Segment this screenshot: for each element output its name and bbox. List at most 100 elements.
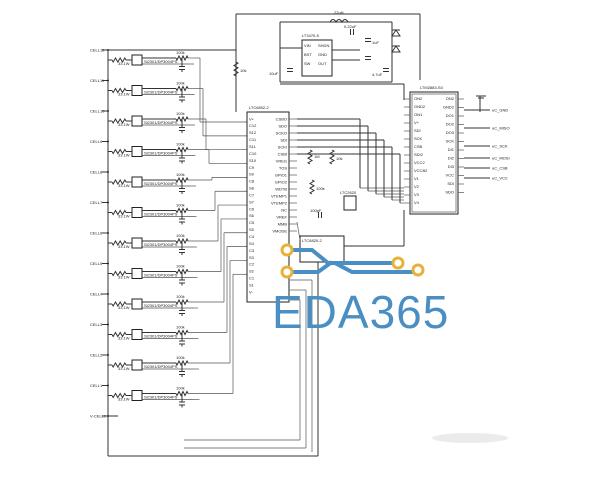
filter-resistor-label: 100k — [176, 386, 185, 391]
ic-pin-label: S2 — [249, 269, 255, 274]
capacitor-label: 4.7uF — [372, 72, 383, 77]
mosfet-label: Si2301/DP3004PS — [144, 334, 178, 339]
mosfet-label: Si2301/DP3004PS — [144, 273, 178, 278]
isolator-pin-label: V+ — [414, 120, 420, 125]
logo-text: EDA365 — [272, 286, 449, 338]
filter-resistor-label: 100k — [176, 325, 185, 330]
diode — [391, 29, 401, 37]
transistor-label: LTC2620 — [340, 190, 357, 195]
balance-resistor — [111, 240, 127, 246]
filter-resistor-label: 100k — [176, 111, 185, 116]
ic-pin-label: C7 — [249, 192, 255, 197]
filter-resistor-label: 100k — [176, 172, 185, 177]
mosfet — [131, 115, 143, 127]
resistor-label: 10k — [336, 156, 342, 161]
ic-pin-label: SDI — [280, 137, 287, 142]
smudge-mark — [432, 433, 508, 443]
balance-resistor — [111, 148, 127, 155]
balance-resistor — [111, 270, 127, 277]
logo-pad-2 — [280, 265, 294, 279]
resistor — [309, 179, 315, 195]
isolator-pin-label: VCCB2 — [414, 168, 428, 173]
regulator-pin-label: BST — [304, 52, 312, 57]
cell-label: CELL1 — [90, 383, 103, 388]
isolator-pin-label: V1 — [414, 176, 420, 181]
inductor-label: 22uH — [334, 10, 344, 15]
mosfet — [131, 85, 143, 96]
ic-pin-label: VREF — [276, 214, 287, 219]
capacitor-label: 10uF — [269, 71, 279, 76]
isolator-pin-label: CSB — [414, 144, 423, 149]
cell-label: CELL5 — [90, 261, 103, 266]
spi-label: uC_GND — [492, 108, 508, 113]
capacitor-label: 1uF — [372, 40, 379, 45]
mosfet-label: Si2301/DP3004PS — [144, 181, 178, 186]
wire — [296, 221, 301, 241]
ic-pin-label: GPIO2 — [275, 179, 288, 184]
isolator-pin-label: V3 — [414, 192, 420, 197]
ic-part-number: LTC6802-2 — [249, 105, 269, 110]
mosfet — [131, 207, 143, 218]
ic-pin-label: S8 — [249, 186, 255, 191]
isolator-pin-label: DI3 — [448, 164, 455, 169]
filter-resistor-label: 100k — [176, 355, 185, 360]
isolator-pin-label: VCC — [446, 173, 455, 178]
spi-label: uC_MOSI — [492, 156, 510, 161]
regulator-pin-label: SHDN — [318, 43, 329, 48]
cell-label: CELL2 — [90, 353, 103, 358]
isolator-part-number: LTM2883-S0 — [420, 85, 444, 90]
isolator-pin-label: SCK — [446, 139, 455, 144]
logo-pad-4 — [411, 263, 425, 277]
cell-label: CELL9 — [90, 139, 103, 144]
ic-pin-label: VTEMP2 — [271, 200, 288, 205]
ic-pin-label: S7 — [249, 199, 255, 204]
ic-pin-label: VTEMP1 — [271, 193, 288, 198]
mosfet — [131, 359, 143, 371]
regulator-body — [301, 39, 333, 77]
balance-resistor-label: 33.1W — [118, 336, 130, 341]
mosfet-label: Si2301/DP3004PS — [144, 151, 178, 156]
spi-label: uC_MISO — [492, 126, 510, 131]
regulator-part-number: LT3470-5 — [302, 33, 320, 38]
ic-pin-label: V+ — [249, 116, 255, 121]
eda365-logo: EDA365 — [272, 243, 449, 338]
mosfet — [131, 146, 143, 157]
supply-resistor — [233, 61, 239, 77]
ic-pin-label: V- — [249, 289, 253, 294]
mosfet-label: Si2301/DP3004PS — [144, 212, 178, 217]
ic-pin-label: C5 — [249, 220, 255, 225]
logo-pad-3 — [391, 256, 405, 270]
filter-resistor-label: 100k — [176, 294, 185, 299]
balance-resistor — [111, 362, 127, 368]
ic-pin-label: S9 — [249, 172, 255, 177]
logo-trace-3 — [334, 261, 418, 274]
ic-pin-label: MMB — [278, 221, 288, 226]
isolator-pin-label: ON2 — [446, 96, 455, 101]
ic-pin-label: C1 — [249, 276, 255, 281]
logo-trace-2 — [287, 260, 334, 274]
isolator-pin-label: V2 — [414, 184, 420, 189]
mosfet — [131, 329, 143, 340]
ic-pin-label: C11 — [249, 137, 257, 142]
ic-pin-label: VMODE — [272, 228, 287, 233]
isolator-pin-label: DI2 — [448, 156, 455, 161]
ic-pin-label: S5 — [249, 227, 255, 232]
ic-pin-label: S3 — [249, 255, 255, 260]
ic-pin-label: C4 — [249, 234, 255, 239]
mosfet — [131, 390, 143, 401]
cell-label: CELL6 — [90, 231, 103, 236]
balance-resistor-label: 33.1W — [118, 214, 130, 219]
mosfet — [131, 268, 143, 279]
mosfet-label: Si2301/DP3004PS — [144, 303, 178, 308]
isolator-pin-label: SDI — [414, 128, 421, 133]
balance-resistor — [111, 392, 127, 399]
balance-resistor — [111, 301, 127, 307]
isolator-pin-label: ON2 — [414, 96, 423, 101]
spi-label: uC_CSB — [492, 166, 508, 171]
resistor-label: 10k — [240, 68, 246, 73]
isolator-pin-label: SCK — [414, 136, 423, 141]
ic-pin-label: S1 — [249, 282, 255, 287]
